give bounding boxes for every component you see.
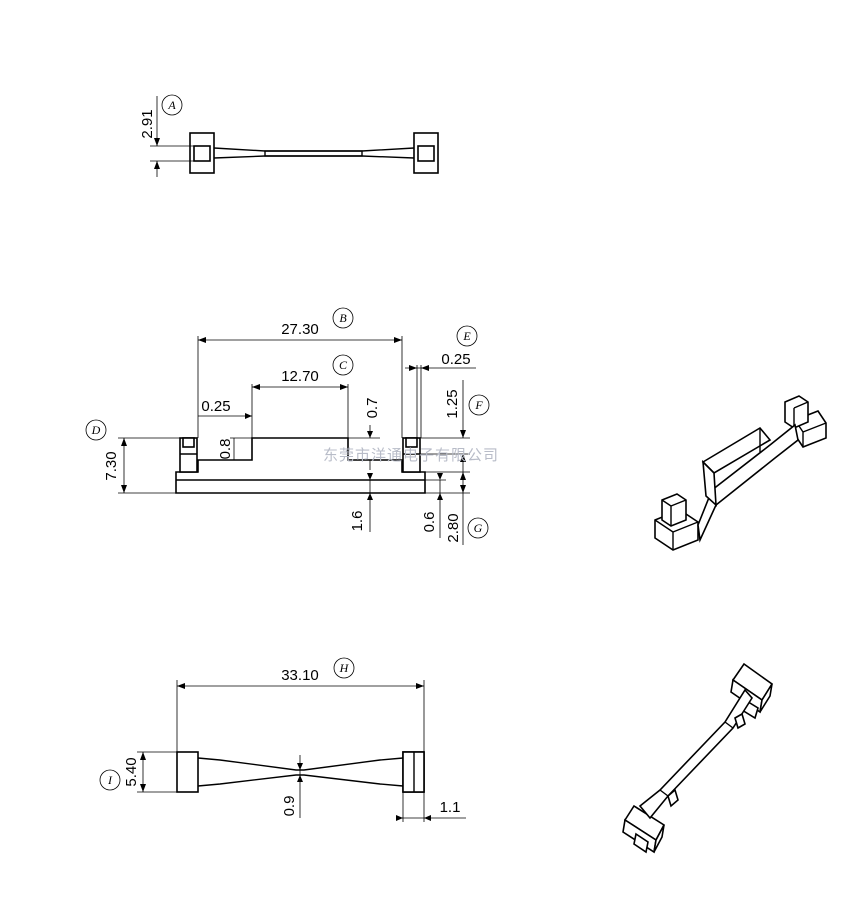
watermark: 东莞市洋通电子有限公司 — [323, 447, 499, 464]
dim-c: 12.70 — [281, 368, 319, 385]
dim-web: 0.9 — [281, 796, 298, 817]
callout-c: C — [339, 358, 348, 372]
callout-g: G — [474, 521, 483, 535]
callout-f: F — [474, 398, 483, 412]
bottom-view: 33.10 H 5.40 I 0.9 1.1 — [99, 657, 466, 822]
dim-g: 2.80 — [445, 513, 462, 542]
callout-h: H — [339, 661, 350, 675]
dim-bottom-right: 0.6 — [421, 512, 438, 533]
dim-f: 1.25 — [444, 389, 461, 418]
dim-h: 33.10 — [281, 667, 319, 684]
dim-gap-left: 0.25 — [201, 398, 230, 415]
callout-d: D — [91, 423, 101, 437]
dim-end: 1.1 — [440, 799, 461, 816]
callout-a: A — [167, 98, 176, 112]
dim-d: 7.30 — [103, 451, 120, 480]
callout-b: B — [339, 311, 347, 325]
dim-e: 0.25 — [441, 351, 470, 368]
callout-e: E — [462, 329, 471, 343]
isometric-view-top — [654, 395, 827, 551]
dim-b: 27.30 — [281, 321, 319, 338]
dim-bottom-mid: 1.6 — [349, 511, 366, 532]
dim-a: 2.91 — [139, 109, 156, 138]
top-view: 2.91 A — [139, 94, 439, 177]
dim-step-right: 0.7 — [364, 398, 381, 419]
dim-i: 5.40 — [123, 757, 140, 786]
front-view: 27.30 B 12.70 C 0.25 0.8 0.7 1.6 — [85, 307, 490, 545]
dim-inner: 0.8 — [217, 439, 234, 460]
isometric-view-bottom — [622, 662, 774, 854]
callout-i: I — [107, 773, 113, 787]
